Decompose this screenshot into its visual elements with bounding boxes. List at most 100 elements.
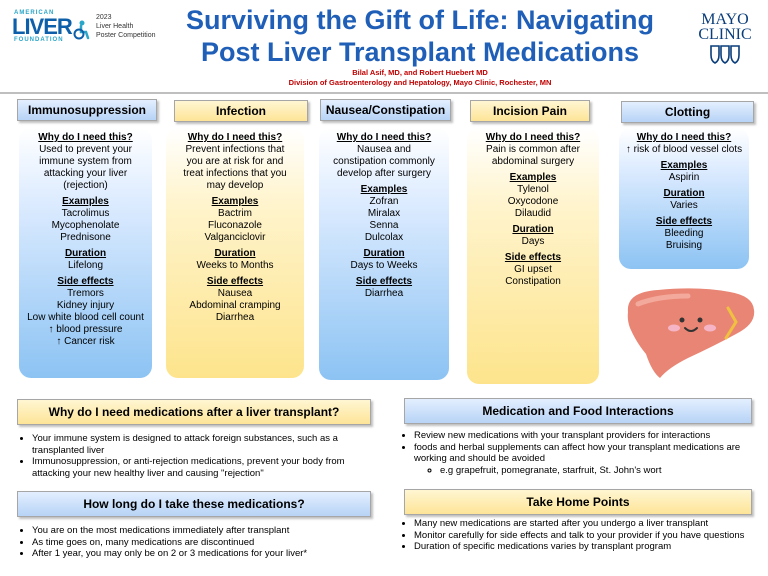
- section-heading: Duration: [663, 188, 705, 199]
- logo-bottom-text: FOUNDATION: [14, 37, 64, 43]
- section-heading: Examples: [62, 196, 109, 207]
- section-line: Miralax: [367, 208, 401, 219]
- section-line: Valganciclovir: [204, 232, 266, 243]
- section-line: Zofran: [369, 196, 399, 207]
- category-card: Why do I need this?Prevent infections th…: [166, 128, 304, 378]
- section-heading: Why do I need this?: [485, 132, 581, 143]
- list-item: foods and herbal supplements can affect …: [414, 442, 762, 465]
- mayo-shields-icon: [710, 45, 740, 64]
- wheelchair-figure-icon: [73, 20, 90, 40]
- section-heading: Examples: [660, 160, 708, 171]
- section-line: ↑ blood pressure: [48, 324, 123, 335]
- section-line: Mycophenolate: [51, 220, 120, 231]
- caption-year: 2023: [96, 14, 112, 21]
- liver-mascot-icon: [627, 288, 755, 378]
- list-item: Immunosuppression, or anti-rejection med…: [32, 456, 373, 479]
- take-home-list: Many new medications are started after y…: [400, 518, 762, 553]
- list-item: Many new medications are started after y…: [414, 518, 762, 530]
- section-line: attacking your liver: [43, 168, 128, 179]
- section-line: Weeks to Months: [196, 260, 274, 271]
- title-line-2: Post Liver Transplant Medications: [200, 37, 640, 67]
- authors: Bilal Asif, MD, and Robert Huebert MD: [352, 68, 488, 77]
- section-line: Low white blood cell count: [27, 312, 144, 323]
- section-line: Aspirin: [668, 172, 700, 183]
- section-line: Pain is common after: [486, 144, 580, 155]
- section-line: immune system from: [39, 156, 132, 167]
- mayo-clinic-logo: MAYO CLINIC: [690, 10, 760, 65]
- section-line: Varies: [670, 200, 698, 211]
- section-line: Days: [521, 236, 545, 247]
- section-heading: Examples: [211, 196, 259, 207]
- section-heading: Duration: [512, 224, 554, 235]
- interactions-list: Review new medications with your transpl…: [400, 430, 762, 476]
- list-item: Your immune system is designed to attack…: [32, 433, 373, 456]
- section-line: may develop: [206, 180, 264, 191]
- american-liver-foundation-logo: AMERICAN LIVER FOUNDATION 2023 Liver Hea…: [8, 8, 163, 48]
- list-item: As time goes on, many medications are di…: [32, 537, 373, 549]
- category-header: Nausea/Constipation: [320, 99, 451, 121]
- authors-block: Bilal Asif, MD, and Robert Huebert MD Di…: [160, 68, 680, 88]
- section-line: Dilaudid: [514, 208, 552, 219]
- section-line: Lifelong: [67, 260, 104, 271]
- section-heading: Why do I need this?: [38, 132, 133, 143]
- section-line: Days to Weeks: [350, 260, 418, 271]
- section-line: Tacrolimus: [61, 208, 110, 219]
- section-line: Used to prevent your: [39, 144, 132, 155]
- section-line: Bleeding: [664, 228, 704, 239]
- list-item: You are on the most medications immediat…: [32, 525, 373, 537]
- category-header: Immunosuppression: [17, 99, 157, 121]
- section-heading: Examples: [509, 172, 557, 183]
- section-line: develop after surgery: [337, 168, 431, 179]
- poster-title: Surviving the Gift of Life: Navigating P…: [160, 4, 680, 68]
- section-line: Bruising: [665, 240, 703, 251]
- section-line: Constipation: [505, 276, 561, 287]
- division: Division of Gastroenterology and Hepatol…: [288, 78, 552, 87]
- why-meds-list: Your immune system is designed to attack…: [18, 433, 373, 479]
- section-heading: Side effects: [355, 276, 413, 287]
- section-heading: Why do I need this?: [336, 132, 432, 143]
- category-card: Why do I need this?↑ risk of blood vesse…: [619, 128, 749, 269]
- section-heading: Why do I need this?: [187, 132, 283, 143]
- header-divider: [0, 92, 768, 94]
- section-heading: Duration: [64, 248, 107, 259]
- section-line: Fluconazole: [208, 220, 262, 231]
- section-line: Bactrim: [218, 208, 252, 219]
- caption-line3: Poster Competition: [96, 32, 156, 39]
- section-line: (rejection): [63, 180, 108, 191]
- section-heading: Duration: [363, 248, 405, 259]
- interactions-header: Medication and Food Interactions: [404, 398, 752, 424]
- section-line: Kidney injury: [56, 300, 115, 311]
- section-line: treat infections that you: [183, 168, 287, 179]
- list-subitem: e.g grapefruit, pomegranate, starfruit, …: [440, 465, 762, 477]
- section-line: Dulcolax: [364, 232, 404, 243]
- list-item: Monitor carefully for side effects and t…: [414, 530, 762, 542]
- logo-top-text: AMERICAN: [14, 10, 55, 16]
- section-line: Prednisone: [60, 232, 111, 243]
- section-line: Diarrhea: [215, 312, 255, 323]
- section-heading: Why do I need this?: [636, 132, 732, 143]
- title-line-1: Surviving the Gift of Life: Navigating: [185, 5, 655, 35]
- category-header: Clotting: [621, 101, 754, 123]
- list-item: After 1 year, you may only be on 2 or 3 …: [32, 548, 373, 560]
- section-line: ↑ risk of blood vessel clots: [625, 144, 743, 155]
- logo-caption: 2023 Liver Health Poster Competition: [96, 13, 176, 40]
- section-line: Diarrhea: [364, 288, 404, 299]
- section-line: Nausea and: [357, 144, 411, 155]
- section-line: Tylenol: [517, 184, 549, 195]
- category-header: Incision Pain: [470, 100, 590, 122]
- section-heading: Side effects: [206, 276, 264, 287]
- section-line: ↑ Cancer risk: [56, 336, 115, 347]
- section-line: Tremors: [67, 288, 104, 299]
- caption-line2: Liver Health: [96, 23, 134, 30]
- section-line: Abdominal cramping: [189, 300, 281, 311]
- section-line: Senna: [369, 220, 399, 231]
- section-heading: Side effects: [504, 252, 562, 263]
- mayo-line-2: CLINIC: [698, 26, 752, 43]
- section-line: GI upset: [514, 264, 552, 275]
- section-heading: Duration: [214, 248, 256, 259]
- mayo-line-1: MAYO: [701, 11, 749, 28]
- section-line: Nausea: [217, 288, 253, 299]
